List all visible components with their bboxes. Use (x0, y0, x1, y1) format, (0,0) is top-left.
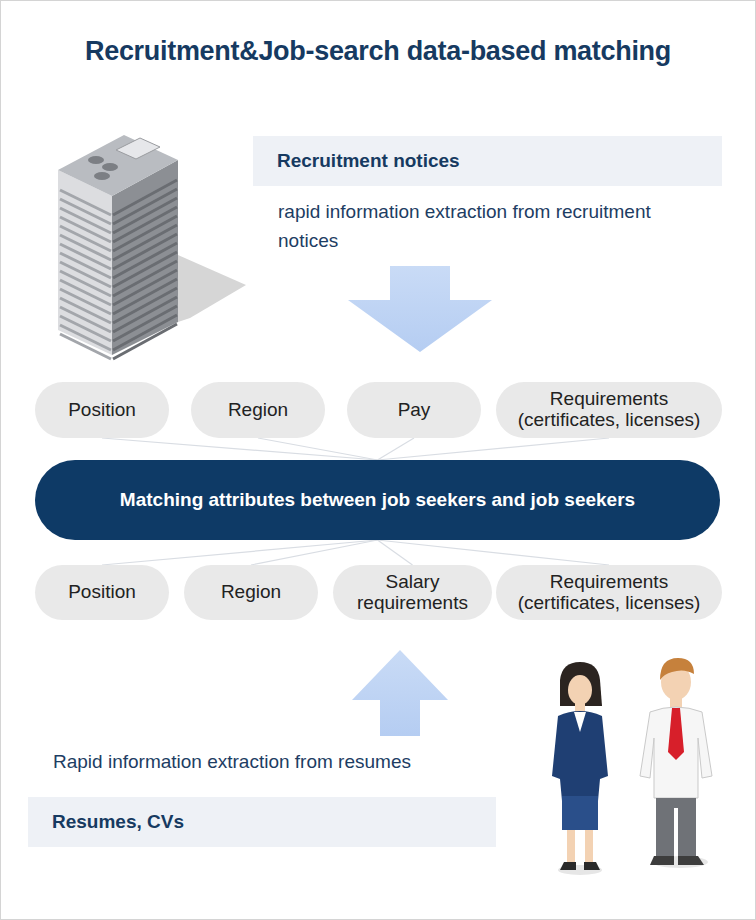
connector-line (251, 540, 378, 565)
window-stripe (113, 225, 177, 260)
pill-label: Salary requirements (343, 572, 482, 614)
window-stripe (113, 207, 177, 242)
panel-body: rapid information extraction from recrui… (253, 192, 722, 261)
flow-arrow (352, 650, 448, 736)
connector-line (258, 438, 378, 460)
window-stripe (113, 252, 177, 287)
pill-label: Region (221, 582, 281, 603)
attribute-pill: Salary requirements (333, 565, 492, 620)
attribute-pill: Requirements (certificates, licenses) (496, 382, 722, 438)
diagram-title: Recruitment&Job-search data-based matchi… (0, 36, 756, 67)
pill-label: Requirements (certificates, licenses) (506, 389, 712, 431)
window-stripe (60, 334, 111, 359)
window-stripe (113, 216, 177, 251)
labelled-panel: Rapid information extraction from resume… (28, 742, 496, 847)
labelled-panel: Recruitment notices rapid information ext… (253, 136, 722, 261)
attribute-pill: Position (35, 565, 169, 620)
panel-heading: Recruitment notices (253, 136, 722, 186)
attribute-pill: Requirements (certificates, licenses) (496, 565, 722, 620)
matching-band: Matching attributes between job seekers … (35, 460, 720, 540)
attribute-pill: Position (35, 382, 169, 438)
window-stripe (113, 324, 177, 359)
window-stripe (113, 234, 177, 269)
window-stripe (113, 315, 177, 350)
window-stripe (113, 270, 177, 305)
window-stripe (113, 189, 177, 224)
band-label: Matching attributes between job seekers … (120, 489, 635, 511)
window-stripe (113, 297, 177, 332)
pill-label: Requirements (certificates, licenses) (506, 572, 712, 614)
window-stripe (113, 261, 177, 296)
attribute-pill: Pay (347, 382, 481, 438)
pill-label: Pay (398, 400, 431, 421)
attribute-pill: Region (184, 565, 318, 620)
flow-arrow (348, 266, 492, 352)
panel-heading: Resumes, CVs (28, 797, 496, 847)
job-seekers-figure (552, 658, 712, 875)
window-stripe (113, 243, 177, 278)
window-stripe (113, 306, 177, 341)
pill-label: Position (68, 400, 136, 421)
window-stripe (113, 198, 177, 233)
pill-label: Position (68, 582, 136, 603)
window-stripe (113, 288, 177, 323)
attribute-pill: Region (191, 382, 325, 438)
window-stripe (113, 180, 177, 215)
connector-line (102, 540, 378, 565)
panel-body: Rapid information extraction from resume… (28, 742, 496, 783)
pill-label: Region (228, 400, 288, 421)
connector-line (102, 438, 378, 460)
connector-line (378, 438, 610, 460)
connector-line (378, 540, 610, 565)
window-stripe (113, 279, 177, 314)
office-building (58, 135, 246, 359)
